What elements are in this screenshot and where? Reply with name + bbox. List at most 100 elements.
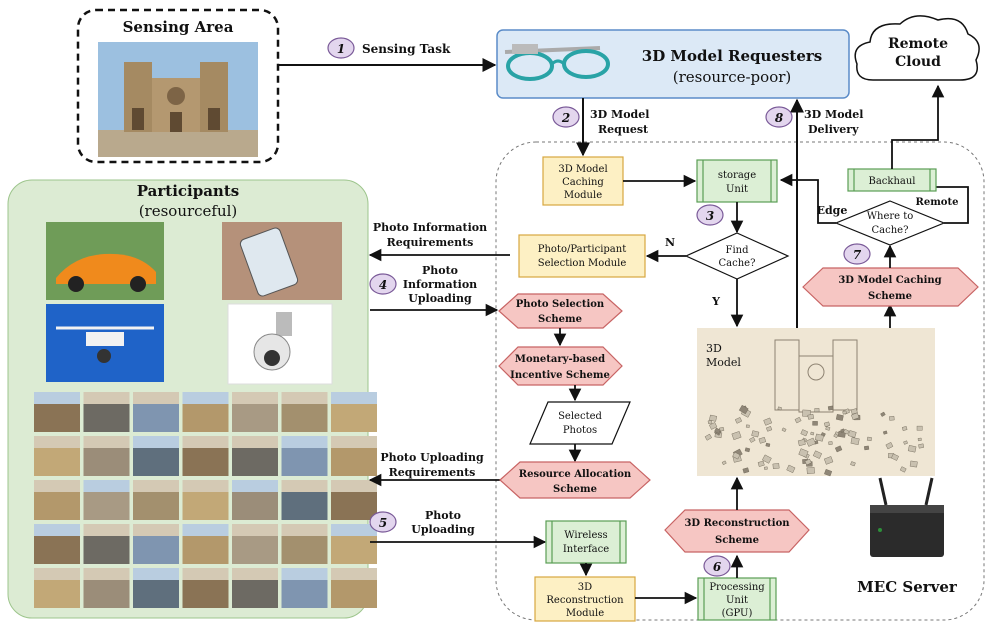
find-cache-label-2: Cache? (719, 258, 756, 269)
storage-unit-label-2: Unit (726, 184, 748, 195)
participant-photo-sky (34, 524, 80, 536)
reconstruction-module-label-3: Module (566, 608, 604, 619)
point-cloud-camera-marker (781, 427, 787, 432)
caching-module-label-1: 3D Model (558, 164, 607, 175)
selected-photos-label-1: Selected (558, 411, 602, 422)
drone-photo (46, 304, 164, 382)
remote-label: Remote (916, 197, 959, 208)
point-cloud-camera-marker (763, 417, 773, 426)
step-6-number: 6 (713, 560, 722, 574)
point-cloud-camera-marker (899, 466, 907, 473)
storage-unit-box (696, 159, 778, 203)
point-cloud-camera-marker (704, 433, 712, 441)
incentive-scheme-label-1: Monetary-based (515, 354, 605, 365)
point-cloud-camera-marker (880, 411, 886, 417)
point-cloud-camera-marker (823, 421, 831, 428)
point-cloud-camera-marker (918, 443, 925, 449)
participant-photo-sky (83, 524, 130, 536)
participant-photo-sky (83, 436, 130, 448)
photo-selection-scheme-label-2: Scheme (538, 314, 582, 325)
point-cloud-camera-marker (709, 422, 718, 430)
step-4-label-3: Uploading (408, 292, 472, 305)
photo-upload-req-label-2: Requirements (389, 466, 476, 479)
participant-photo-sky (281, 568, 328, 580)
point-cloud-camera-marker (909, 460, 918, 468)
step-3-number: 3 (706, 209, 714, 223)
reconstruction-module-label-2: Reconstruction (546, 595, 624, 606)
step-4-number: 4 (379, 278, 387, 292)
participant-photo-sky (133, 524, 179, 536)
step-3-badge (696, 204, 724, 226)
point-cloud-camera-marker (907, 445, 917, 453)
participant-photo-sky (133, 480, 179, 492)
resource-allocation-label-2: Scheme (553, 484, 597, 495)
point-cloud-camera-marker (901, 426, 908, 431)
participant-photo-sky (182, 436, 229, 448)
caching-module-label-2: Caching (562, 177, 604, 188)
participant-photo-sky (34, 392, 80, 404)
photo-upload-req-label-1: Photo Uploading (380, 451, 484, 464)
step-5-label-1: Photo (425, 509, 461, 522)
point-cloud-camera-marker (762, 454, 772, 464)
point-cloud-camera-marker (812, 421, 818, 426)
reconstruction-module-box (534, 576, 636, 622)
3d-model-label-2: Model (706, 356, 741, 369)
photo-info-req-label-2: Requirements (387, 236, 474, 249)
point-cloud-camera-marker (786, 464, 796, 474)
smartphone-photo (222, 222, 342, 300)
point-cloud-camera-marker (763, 466, 768, 470)
reconstruction-module-label-1: 3D (578, 582, 592, 593)
incentive-scheme-label-2: Incentive Scheme (510, 370, 610, 381)
point-cloud-camera-marker (732, 451, 741, 460)
step-4-label-2: Information (403, 278, 477, 291)
participant-photo-sky (232, 524, 278, 536)
edge-label: Edge (817, 204, 848, 217)
photo-selection-scheme (498, 293, 623, 329)
point-cloud-camera-marker (744, 447, 751, 453)
backhaul-label: Backhaul (868, 176, 915, 187)
participant-photo-sky (34, 436, 80, 448)
point-cloud-camera-marker (806, 467, 815, 474)
remote-cloud-line1: Remote (888, 36, 948, 52)
selected-photos-box (529, 401, 631, 445)
photo-selection-scheme-label-1: Photo Selection (516, 299, 605, 310)
step-2-badge (552, 106, 580, 128)
participant-photo-sky (331, 524, 377, 536)
point-cloud-camera-marker (794, 416, 802, 424)
photo-participant-selection-box (518, 234, 646, 278)
mec-server-icon (870, 477, 944, 557)
participant-photo-sky (232, 480, 278, 492)
point-cloud-camera-marker (903, 440, 908, 445)
point-cloud-camera-marker (766, 426, 773, 432)
participant-photo-sky (331, 568, 377, 580)
participant-photo-sky (232, 436, 278, 448)
point-cloud-camera-marker (797, 439, 806, 447)
step-8-label-1: 3D Model (804, 108, 863, 121)
participant-photo-sky (331, 436, 377, 448)
step-1-number: 1 (337, 42, 345, 56)
smart-glasses-icon (504, 44, 610, 81)
yes-label: Y (711, 295, 720, 308)
step-5-label-2: Uploading (411, 523, 475, 536)
point-cloud-camera-marker (758, 436, 767, 444)
participant-photo-sky (133, 436, 179, 448)
participant-photo-sky (331, 392, 377, 404)
processing-unit-label-3: (GPU) (722, 608, 753, 619)
point-cloud-camera-marker (807, 413, 815, 420)
participants-subtitle: (resourceful) (139, 202, 238, 220)
participant-photo-sky (281, 436, 328, 448)
caching-scheme (802, 267, 979, 307)
point-cloud-camera-marker (734, 417, 743, 424)
step-2-label-1: 3D Model (590, 108, 649, 121)
point-cloud-camera-marker (847, 430, 857, 438)
point-cloud-camera-marker (863, 445, 870, 451)
point-cloud-camera-marker (810, 431, 815, 436)
participant-photo-sky (34, 480, 80, 492)
caching-module-box (542, 156, 624, 206)
step-5-badge (369, 511, 397, 533)
point-cloud-camera-marker (850, 437, 860, 445)
mec-server-label: MEC Server (857, 578, 958, 596)
wireless-interface-box (545, 520, 627, 564)
step-8-label-2: Delivery (808, 123, 859, 136)
